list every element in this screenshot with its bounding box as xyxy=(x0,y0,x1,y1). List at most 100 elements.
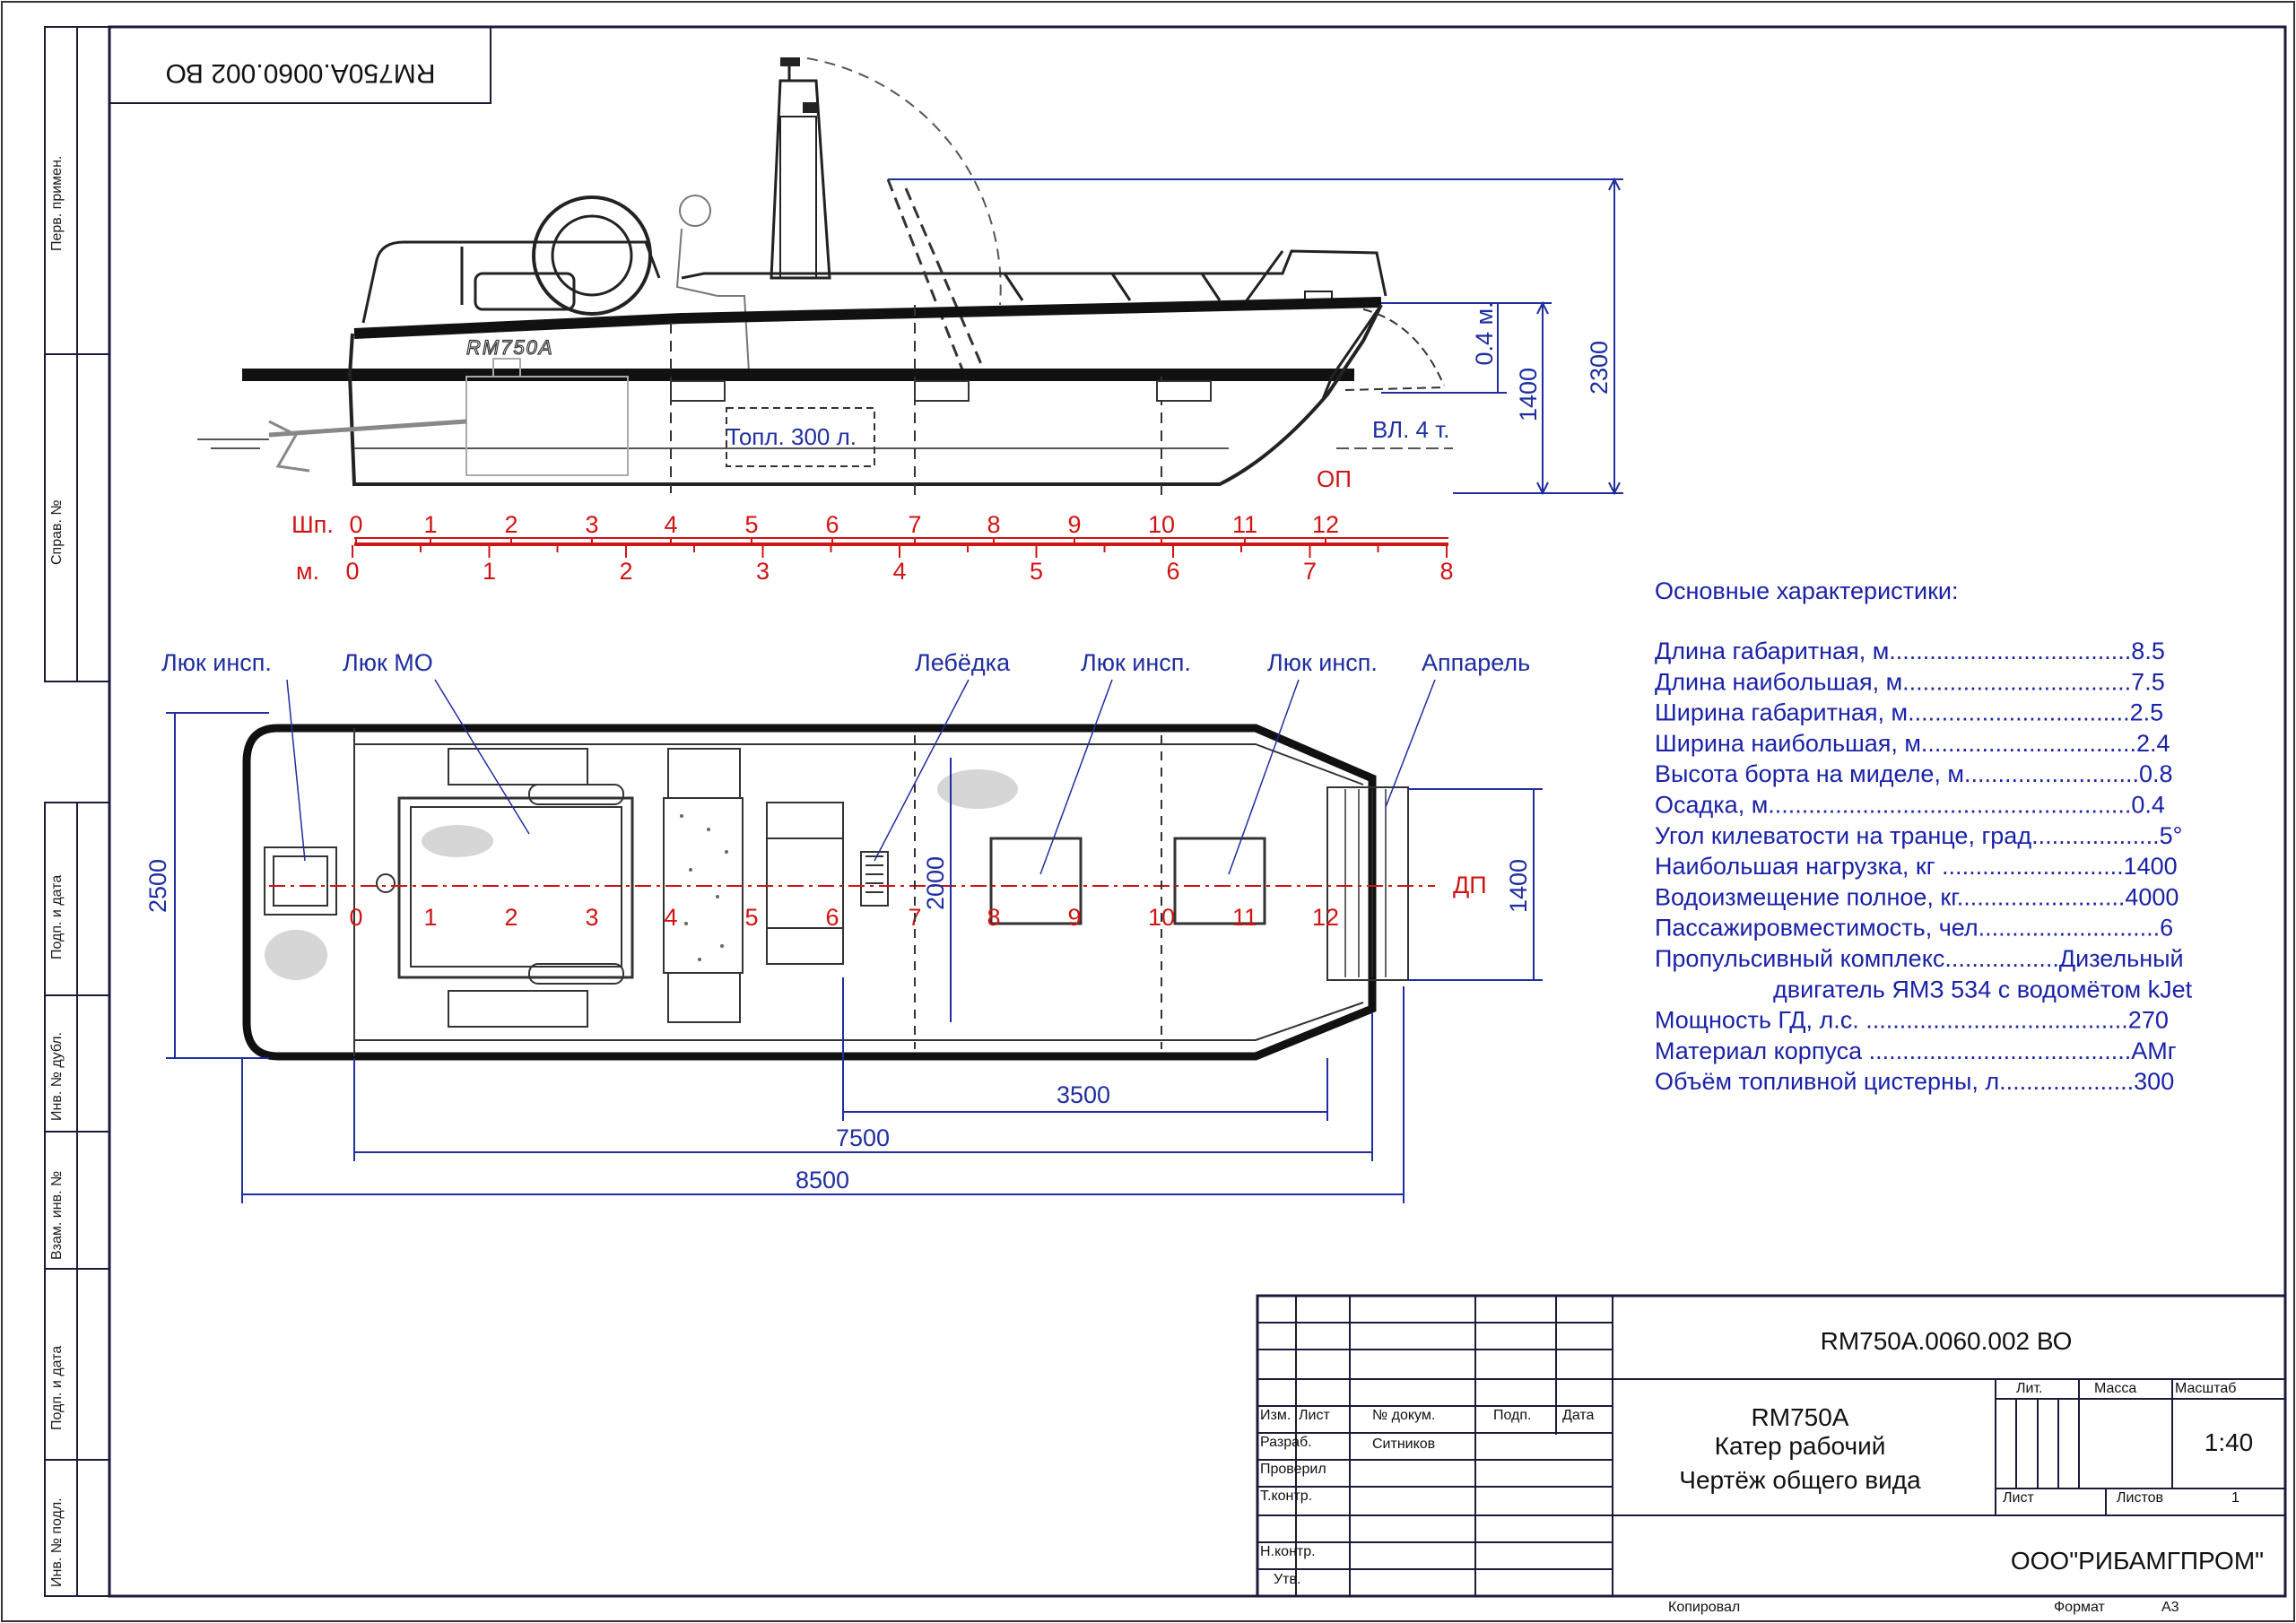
meter-number: 3 xyxy=(756,558,770,585)
spec-row: Пассажировместимость, чел...............… xyxy=(1655,915,2173,942)
spec-row: Осадка, м...............................… xyxy=(1655,792,2165,819)
centerline-label: ДП xyxy=(1453,872,1487,898)
baseline-label: ОП xyxy=(1317,465,1352,492)
waterline-label: ВЛ. 4 т. xyxy=(1372,416,1450,443)
tb-sheets: Листов xyxy=(2117,1490,2163,1506)
frame-number-side: 0 xyxy=(349,511,362,538)
meter-number: 1 xyxy=(483,558,496,585)
dim-height-side: 1400 xyxy=(1515,368,1542,421)
frame-number-plan: 6 xyxy=(825,904,839,931)
label-hatch-stern: Люк инсп. xyxy=(161,649,272,676)
meter-number: 5 xyxy=(1030,558,1043,585)
fuel-tank-label: Топл. 300 л. xyxy=(726,423,857,450)
tb-col-list: Лист xyxy=(1299,1408,1330,1423)
specs-block: Основные характеристики: Длина габаритна… xyxy=(1655,577,2193,1095)
label-winch: Лебёдка xyxy=(915,649,1011,676)
tb-row-nkontr: Н.контр. xyxy=(1260,1544,1316,1559)
meter-number: 4 xyxy=(892,558,906,585)
frame-number-side: 12 xyxy=(1312,511,1339,538)
tb-row-utv: Утв. xyxy=(1274,1572,1300,1587)
spec-row: Объём топливной цистерны, л.............… xyxy=(1655,1068,2174,1095)
tb-format-value: А3 xyxy=(2161,1600,2179,1615)
top-stamp-code: RM750A.0060.002 ВО xyxy=(166,58,436,88)
stamp-vzam-inv: Взам. инв. № xyxy=(49,1171,65,1260)
frame-number-plan: 4 xyxy=(664,904,677,931)
spec-row: Мощность ГД, л.с. ......................… xyxy=(1655,1007,2169,1034)
tb-col-sign: Подп. xyxy=(1493,1408,1532,1423)
side-view: RM750A Топл. 300 л. ВЛ. 4 т. ОП xyxy=(197,57,1623,585)
frame-number-plan: 11 xyxy=(1232,904,1257,931)
frame-number-side: 11 xyxy=(1232,511,1257,538)
tb-massa: Масса xyxy=(2094,1381,2136,1396)
specs-title: Основные характеристики: xyxy=(1655,577,1959,604)
tb-company: ООО"РИБАМГПРОМ" xyxy=(2011,1547,2264,1575)
spec-row: Водоизмещение полное, кг................… xyxy=(1655,883,2179,910)
frame-number-side: 9 xyxy=(1067,511,1081,538)
meter-number: 2 xyxy=(619,558,632,585)
plan-hull-outline xyxy=(242,724,1377,1061)
stamp-perv-primen: Перв. примен. xyxy=(49,156,65,251)
stamp-inv-dubl: Инв. № дубл. xyxy=(49,1032,65,1121)
label-ramp: Аппарель xyxy=(1422,649,1530,676)
tb-format-label: Формат xyxy=(2054,1600,2106,1615)
tb-copied: Копировал xyxy=(1668,1600,1740,1615)
tb-lit: Лит. xyxy=(2016,1381,2042,1396)
frame-number-plan: 1 xyxy=(423,904,437,931)
hull-lettering: RM750A xyxy=(466,336,554,359)
spec-row: Длина габаритная, м.....................… xyxy=(1655,638,2165,664)
tb-col-izm: Изм. xyxy=(1260,1408,1291,1423)
title-block xyxy=(1256,1294,2287,1598)
label-hatch-bow: Люк инсп. xyxy=(1267,649,1378,676)
frame-number-side: 6 xyxy=(825,511,839,538)
frame-number-plan: 0 xyxy=(349,904,362,931)
dim-8500: 8500 xyxy=(796,1167,849,1193)
spec-row: Длина наибольшая, м.....................… xyxy=(1655,668,2165,695)
frame-number-side: 5 xyxy=(744,511,758,538)
meter-number: 6 xyxy=(1166,558,1179,585)
tb-name-3: Чертёж общего вида xyxy=(1679,1466,1921,1494)
spec-row: Материал корпуса .......................… xyxy=(1655,1037,2177,1064)
stamp-inv-podl: Инв. № подл. xyxy=(49,1497,65,1587)
frame-number-plan: 12 xyxy=(1312,904,1339,931)
frame-number-side: 2 xyxy=(504,511,517,538)
tb-row-proveril: Проверил xyxy=(1260,1462,1326,1477)
tb-name-2: Катер рабочий xyxy=(1715,1432,1886,1460)
dim-height-total: 2300 xyxy=(1586,341,1613,395)
meter-number: 7 xyxy=(1303,558,1317,585)
tb-row-tkontr: Т.контр. xyxy=(1260,1488,1312,1504)
frame-number-side: 3 xyxy=(585,511,598,538)
frame-number-side: 8 xyxy=(987,511,1000,538)
dim-width-total: 2500 xyxy=(144,859,171,913)
stamp-podp-data-2: Подп. и дата xyxy=(49,1346,65,1430)
frame-number-plan: 9 xyxy=(1067,904,1081,931)
label-engine-hatch: Люк МО xyxy=(343,649,433,676)
spec-row: Ширина наибольшая, м....................… xyxy=(1655,730,2170,757)
tb-masshtab: Масштаб xyxy=(2175,1381,2236,1396)
tb-razrab-name: Ситников xyxy=(1372,1436,1435,1452)
tb-col-docnum: № докум. xyxy=(1372,1408,1435,1423)
tb-name-1: RM750A xyxy=(1752,1403,1849,1431)
spec-row: Угол килеватости на транце, град........… xyxy=(1655,822,2182,849)
frame-number-plan: 5 xyxy=(744,904,758,931)
side-stamp-column xyxy=(44,26,110,1597)
tb-scale: 1:40 xyxy=(2205,1428,2254,1456)
dim-ramp: 1400 xyxy=(1505,859,1532,913)
meter-number: 8 xyxy=(1439,558,1453,585)
meter-number: 0 xyxy=(345,558,359,585)
spec-row: двигатель ЯМЗ 534 с водомётом kJet xyxy=(1773,976,2193,1002)
tb-doc-code: RM750A.0060.002 ВО xyxy=(1821,1327,2073,1355)
frame-number-side: 1 xyxy=(423,511,437,538)
dim-freeboard: 0.4 м. xyxy=(1471,301,1498,365)
frame-number-side: 7 xyxy=(908,511,921,538)
dim-width-inner: 2000 xyxy=(922,856,949,910)
meters-label: м. xyxy=(296,558,319,585)
frame-number-plan: 8 xyxy=(987,904,1000,931)
tb-sheet: Лист xyxy=(2003,1490,2034,1506)
spec-row: Высота борта на миделе, м...............… xyxy=(1655,760,2173,787)
frame-number-plan: 3 xyxy=(585,904,598,931)
tb-row-razrab: Разраб. xyxy=(1260,1435,1312,1450)
stamp-podp-data-1: Подп. и дата xyxy=(49,875,65,959)
